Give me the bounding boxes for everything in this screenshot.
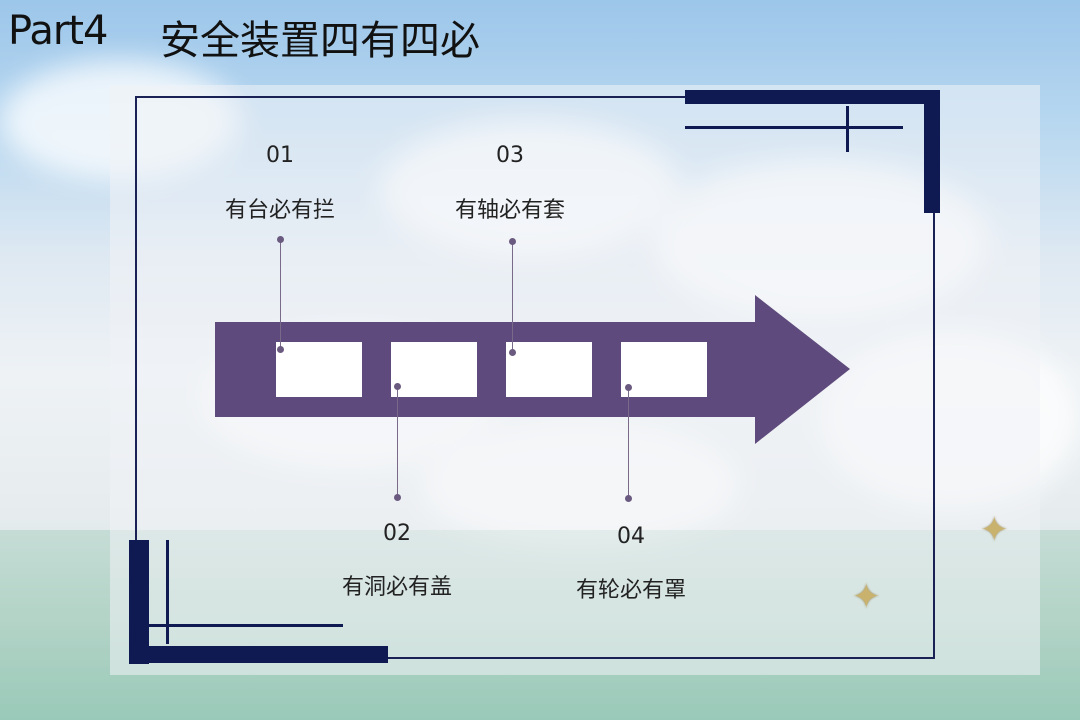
- connector-line: [512, 242, 513, 352]
- step-label-1: 有台必有拦: [200, 192, 360, 224]
- step-box-4: [621, 342, 707, 397]
- step-number-1: 01: [240, 143, 320, 168]
- step-number-2: 02: [357, 521, 437, 546]
- connector-line: [397, 387, 398, 498]
- connector-line: [628, 388, 629, 499]
- sparkle-icon: ✦: [852, 577, 881, 617]
- step-box-3: [506, 342, 592, 397]
- step-number-3: 03: [470, 143, 550, 168]
- connector-dot: [509, 349, 516, 356]
- sparkle-icon: ✦: [980, 510, 1009, 550]
- connector-dot: [394, 383, 401, 390]
- connector-dot: [277, 236, 284, 243]
- connector-dot: [509, 238, 516, 245]
- connector-dot: [394, 494, 401, 501]
- step-label-2: 有洞必有盖: [317, 569, 477, 601]
- connector-dot: [625, 495, 632, 502]
- step-box-2: [391, 342, 477, 397]
- step-number-4: 04: [591, 524, 671, 549]
- connector-dot: [625, 384, 632, 391]
- step-label-4: 有轮必有罩: [551, 572, 711, 604]
- connector-dot: [277, 346, 284, 353]
- step-box-1: [276, 342, 362, 397]
- connector-line: [280, 240, 281, 350]
- step-label-3: 有轴必有套: [430, 192, 590, 224]
